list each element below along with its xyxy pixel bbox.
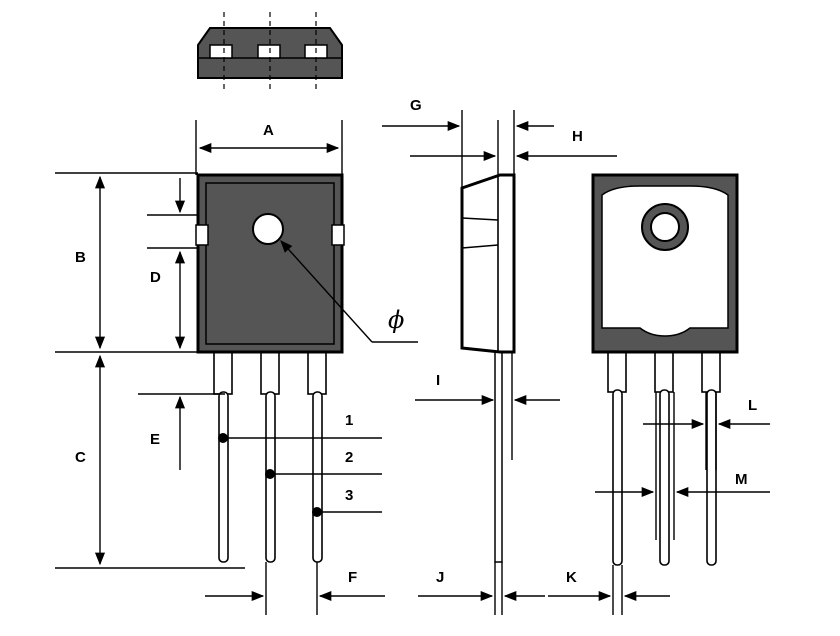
label-l: L <box>748 397 757 414</box>
side-dimensions <box>382 120 617 615</box>
label-f: F <box>348 569 357 586</box>
label-h: H <box>572 128 583 145</box>
front-dimensions <box>55 120 418 615</box>
pin-labels: 1 2 3 <box>345 412 353 504</box>
pin-label-1: 1 <box>345 412 353 429</box>
label-b: B <box>75 249 86 266</box>
hole-diameter-symbol: ϕ <box>388 306 404 334</box>
label-i: I <box>436 372 440 389</box>
top-view <box>197 12 343 92</box>
label-k: K <box>566 569 577 586</box>
label-g: G <box>410 97 422 114</box>
label-d: D <box>150 269 161 286</box>
label-m: M <box>735 471 748 488</box>
back-view <box>591 173 739 566</box>
back-dimensions <box>548 392 770 615</box>
label-c: C <box>75 449 86 466</box>
pin-label-3: 3 <box>345 487 353 504</box>
front-view <box>195 173 382 563</box>
dimension-labels: A B C D E F G H I J K L M ϕ <box>75 97 757 586</box>
side-view <box>460 110 516 563</box>
label-e: E <box>150 431 160 448</box>
pin-label-2: 2 <box>345 449 353 466</box>
label-j: J <box>436 569 444 586</box>
label-a: A <box>263 122 274 139</box>
